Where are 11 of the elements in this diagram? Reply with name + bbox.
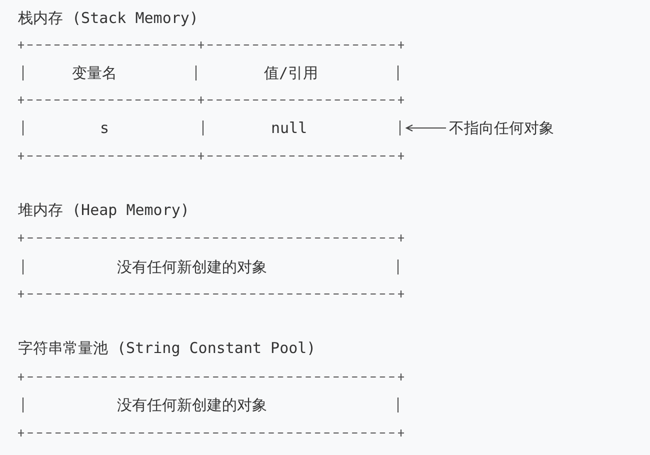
arrow xyxy=(406,124,446,132)
variable-name: s xyxy=(21,118,205,138)
section-heading: 堆内存 (Heap Memory) xyxy=(18,200,190,220)
value-text: null xyxy=(206,118,406,138)
column-header: 变量名 xyxy=(21,63,198,83)
column-header: 值/引用 xyxy=(199,63,401,83)
note-text: 没有任何新创建的对象 xyxy=(117,395,267,415)
section-heading: 栈内存 (Stack Memory) xyxy=(18,8,198,28)
note-text: 没有任何新创建的对象 xyxy=(117,257,267,277)
section-heading: 字符串常量池 (String Constant Pool) xyxy=(18,338,316,358)
annotation: 不指向任何对象 xyxy=(446,118,562,138)
